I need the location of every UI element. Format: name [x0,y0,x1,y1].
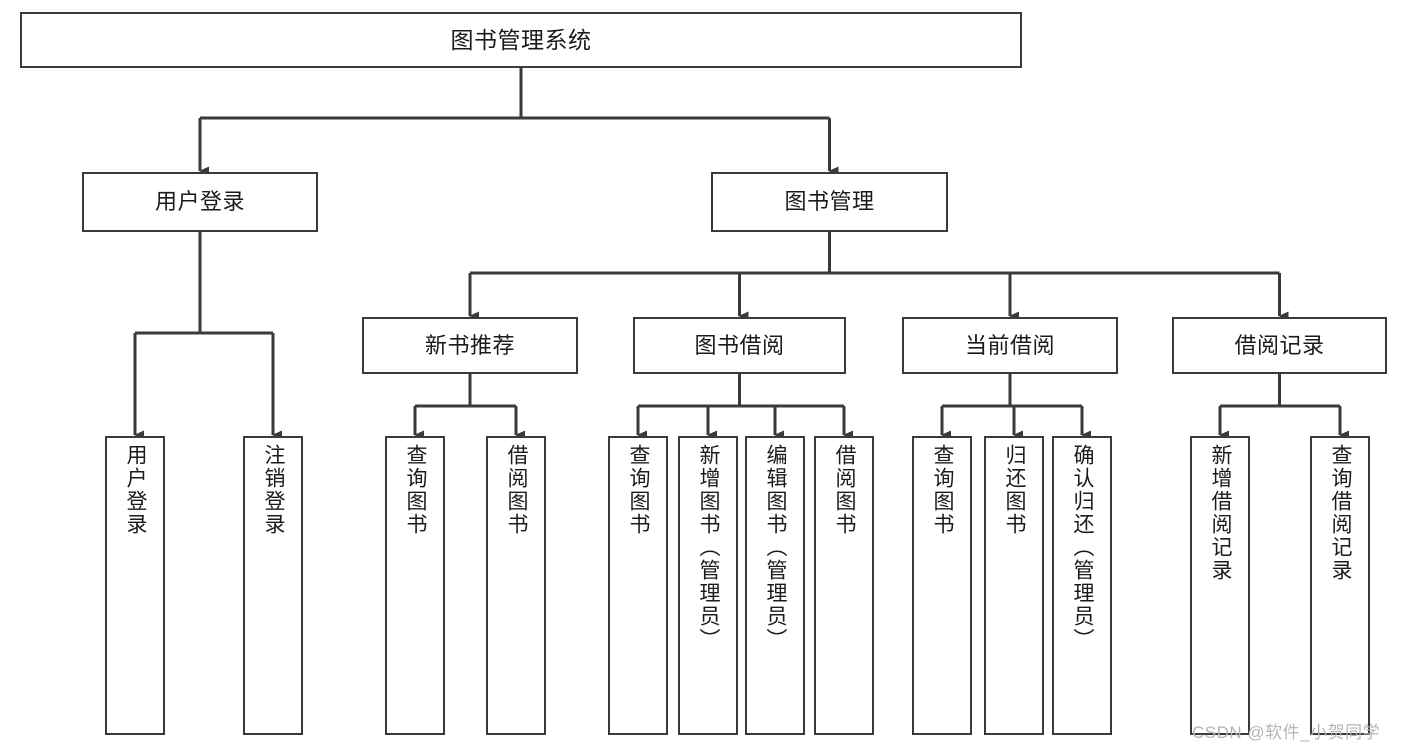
node-label: 用户登录 [124,444,148,536]
node-records[interactable]: 借阅记录 [1172,317,1387,374]
node-label: 图书管理系统 [450,26,592,53]
node-label: 查询图书 [404,444,428,536]
node-label: 新增图书（管理员） [697,444,721,651]
node-label: 归还图书 [1003,444,1027,536]
node-label: 查询图书 [931,444,955,536]
node-leaf-bor4[interactable]: 借阅图书 [814,436,874,735]
node-label: 借阅图书 [833,444,857,536]
node-label: 图书管理 [784,189,875,215]
node-leaf-new2[interactable]: 借阅图书 [486,436,546,735]
node-leaf-bor3[interactable]: 编辑图书（管理员） [745,436,805,735]
node-label: 新书推荐 [424,332,515,358]
watermark-text: CSDN @软件_小贺同学 [1192,723,1381,742]
node-label: 注销登录 [262,444,286,536]
node-leaf-new1[interactable]: 查询图书 [385,436,445,735]
node-current[interactable]: 当前借阅 [902,317,1118,374]
node-label: 确认归还（管理员） [1071,444,1095,651]
node-label: 用户登录 [154,189,245,215]
node-root[interactable]: 图书管理系统 [20,12,1022,68]
node-leaf-rec2[interactable]: 查询借阅记录 [1310,436,1370,735]
node-leaf-cur3[interactable]: 确认归还（管理员） [1052,436,1112,735]
node-leaf-login1[interactable]: 用户登录 [105,436,165,735]
node-leaf-rec1[interactable]: 新增借阅记录 [1190,436,1250,735]
node-borrow[interactable]: 图书借阅 [633,317,846,374]
node-newbook[interactable]: 新书推荐 [362,317,578,374]
node-leaf-bor2[interactable]: 新增图书（管理员） [678,436,738,735]
node-leaf-bor1[interactable]: 查询图书 [608,436,668,735]
node-label: 编辑图书（管理员） [764,444,788,651]
node-label: 借阅记录 [1234,332,1325,358]
node-bookmgmt[interactable]: 图书管理 [711,172,948,232]
node-label: 查询借阅记录 [1329,444,1353,582]
node-label: 借阅图书 [505,444,529,536]
node-login[interactable]: 用户登录 [82,172,318,232]
node-label: 当前借阅 [964,332,1055,358]
edge-paths [133,68,1349,440]
node-label: 查询图书 [627,444,651,536]
node-leaf-login2[interactable]: 注销登录 [243,436,303,735]
node-leaf-cur1[interactable]: 查询图书 [912,436,972,735]
node-leaf-cur2[interactable]: 归还图书 [984,436,1044,735]
node-label: 新增借阅记录 [1209,444,1233,582]
node-label: 图书借阅 [694,332,785,358]
